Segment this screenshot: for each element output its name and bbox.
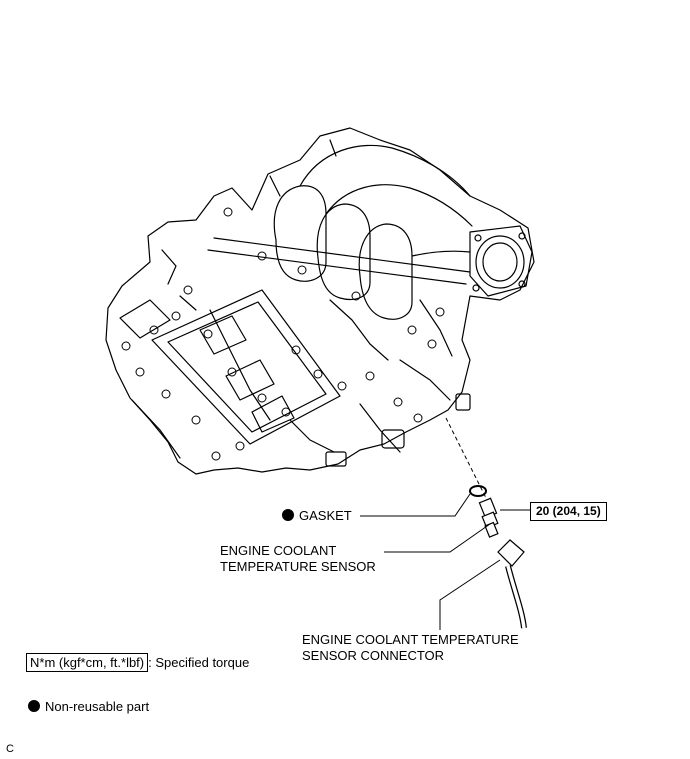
non-reusable-icon [282, 509, 294, 521]
legend-nonreusable-label: Non-reusable part [45, 699, 150, 714]
gasket [469, 485, 487, 497]
legend-torque-desc: : Specified torque [148, 655, 250, 670]
valve-cover [151, 289, 341, 445]
connector-label-line2: SENSOR CONNECTOR [302, 648, 445, 663]
legend-torque-units: N*m (kgf*cm, ft.*lbf) [26, 653, 149, 672]
legend-nonreusable: Non-reusable part [28, 699, 149, 715]
engine-details [119, 237, 471, 467]
engine-block-outline [105, 127, 535, 475]
sensor-label: ENGINE COOLANT TEMPERATURE SENSOR [220, 543, 376, 575]
sensor-label-line1: ENGINE COOLANT [220, 543, 337, 558]
throttle-body [469, 225, 533, 297]
sensor-connector [497, 539, 527, 629]
legend-torque: N*m (kgf*cm, ft.*lbf): Specified torque [26, 653, 249, 672]
intake-manifold [269, 139, 473, 320]
connector-label: ENGINE COOLANT TEMPERATURE SENSOR CONNEC… [302, 632, 519, 664]
sensor-label-line2: TEMPERATURE SENSOR [220, 559, 376, 574]
coolant-temperature-sensor [478, 497, 499, 538]
gasket-label: GASKET [299, 508, 352, 523]
leader-lines [360, 493, 530, 630]
connector-label-line1: ENGINE COOLANT TEMPERATURE [302, 632, 519, 647]
bolt-heads [121, 207, 445, 461]
gasket-callout: GASKET [282, 508, 352, 524]
non-reusable-legend-icon [28, 700, 40, 712]
corner-code: C [6, 743, 14, 755]
installation-axis [445, 417, 491, 507]
torque-spec-box: 20 (204, 15) [530, 502, 607, 521]
